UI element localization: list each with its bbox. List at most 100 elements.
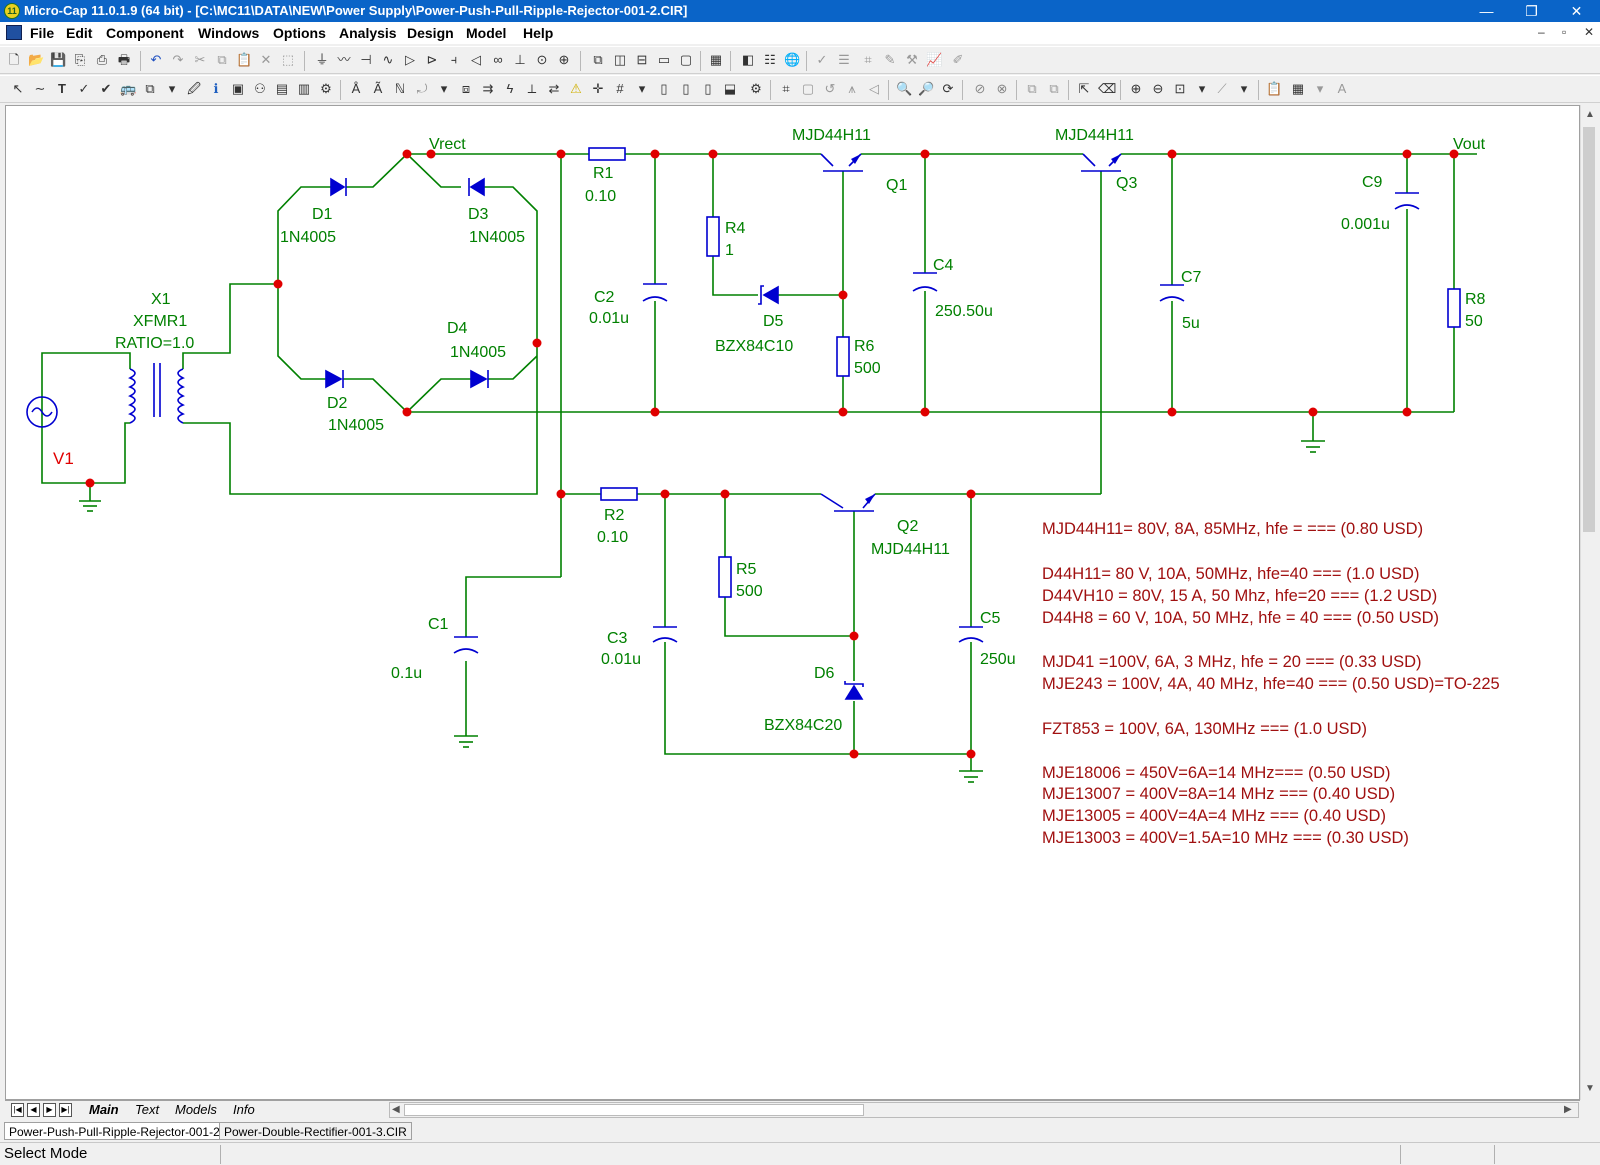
document-icon[interactable] [6,25,22,40]
cancel-icon[interactable]: ⊗ [996,81,1008,96]
display-icon[interactable]: ⚙ [320,81,332,96]
capacitor-icon[interactable]: ⊣ [360,52,372,67]
zoom-out-icon[interactable]: ⊖ [1152,81,1164,96]
menu-analysis[interactable]: Analysis [339,25,397,41]
cascade-icon[interactable]: ⧉ [593,52,603,67]
vrect-label[interactable]: Vrect [429,136,466,153]
delete-icon[interactable]: ✕ [260,52,272,67]
menu-options[interactable]: Options [273,25,326,41]
d4-value[interactable]: 1N4005 [450,344,506,361]
scroll-up-icon[interactable]: ▲ [1585,109,1595,120]
horizontal-scrollbar[interactable]: ◀ ▶ [389,1102,1579,1118]
hscroll-thumb[interactable] [404,1104,864,1116]
diode-icon[interactable]: ▷ [405,52,415,67]
undo-icon[interactable]: ↶ [150,52,162,67]
note-line[interactable]: FZT853 = 100V, 6A, 130MHz === (1.0 USD) [1042,720,1367,738]
help-icon[interactable]: 🖉 [187,81,201,96]
d6-label[interactable]: D6 [814,665,835,682]
rotate-icon[interactable]: ⤾ [416,81,428,96]
d5-value[interactable]: BZX84C10 [715,338,793,355]
globe-icon[interactable]: 🌐 [784,52,801,67]
c2-label[interactable]: C2 [594,289,615,306]
scroll-right-icon[interactable]: ▶ [1564,1104,1572,1115]
grid-text-icon[interactable]: ▥ [297,81,311,96]
current-source-icon[interactable]: ⊕ [558,52,570,67]
save-icon[interactable]: 💾 [50,52,67,67]
zoom-fit-icon[interactable]: ⊡ [1174,81,1186,96]
refresh-icon[interactable]: ⟳ [942,81,954,96]
show-node-icon[interactable]: ℕ [394,81,406,96]
tab-info[interactable]: Info [233,1102,255,1117]
r2-value[interactable]: 0.10 [597,529,628,546]
page-icon[interactable]: ▯ [660,81,668,96]
find-next-icon[interactable]: 🔎 [918,81,935,96]
mdi-minimize-button[interactable]: – [1538,25,1545,39]
layout-icon[interactable]: ▦ [1291,81,1305,96]
new-file-icon[interactable]: 🗋 [8,52,20,67]
close-button[interactable]: ✕ [1570,3,1583,19]
note-line[interactable]: MJD44H11= 80V, 8A, 85MHz, hfe = === (0.8… [1042,520,1423,538]
show-attr-icon[interactable]: Å [351,81,361,96]
npn-icon[interactable]: ⊳ [426,52,438,67]
next-page-icon[interactable]: ▶ [43,1103,56,1117]
analysis-icon[interactable]: ⌗ [864,52,872,67]
rubberband-icon[interactable]: ⧈ [461,81,471,96]
dropdown5-icon[interactable]: ▾ [1240,81,1248,96]
export-icon[interactable]: ⇱ [1078,81,1090,96]
page2-icon[interactable]: ▯ [682,81,690,96]
r5-value[interactable]: 500 [736,583,763,600]
scroll-down-icon[interactable]: ▼ [1585,1083,1595,1094]
dropdown4-icon[interactable]: ▾ [1198,81,1206,96]
menu-help[interactable]: Help [523,25,554,41]
r1-value[interactable]: 0.10 [585,188,616,205]
c1-label[interactable]: C1 [428,616,449,633]
maximize-window-icon[interactable]: ▢ [679,52,693,67]
junction-icon[interactable]: ⟂ [527,81,537,96]
c3-label[interactable]: C3 [607,630,628,647]
mosfet-icon[interactable]: ⫞ [450,52,458,67]
zoom-in-icon[interactable]: ⊕ [1130,81,1142,96]
c4-value[interactable]: 250.50u [935,303,993,320]
c5-value[interactable]: 250u [980,651,1016,668]
vertical-scrollbar[interactable]: ▲ ▼ [1580,105,1596,1100]
q2-value[interactable]: MJD44H11 [871,541,950,558]
r8-value[interactable]: 50 [1465,313,1483,330]
show-value-icon[interactable]: Ã [373,81,383,96]
pin-icon[interactable]: ▤ [275,81,289,96]
note-line[interactable]: MJE13003 = 400V=1.5A=10 MHz === (0.30 US… [1042,829,1409,847]
c9-value[interactable]: 0.001u [1341,216,1390,233]
c7-value[interactable]: 5u [1182,315,1200,332]
file-tab[interactable]: Power-Push-Pull-Ripple-Rejector-001-2.CI… [4,1122,249,1140]
mdi-restore-button[interactable]: ▫ [1562,25,1567,39]
print-preview-icon[interactable]: ⎙ [96,52,108,67]
note-line[interactable]: MJE13005 = 400V=4A=4 MHz === (0.40 USD) [1042,807,1386,825]
dropdown6-icon[interactable]: ▾ [1316,81,1324,96]
clipboard-icon[interactable]: 📋 [1266,81,1283,96]
mirror-icon[interactable]: ⩚ [848,81,856,96]
warning-icon[interactable]: ⚠ [570,81,582,96]
x1-label[interactable]: X1 [151,291,171,308]
file-tab[interactable]: Power-Double-Rectifier-001-3.CIR [219,1122,412,1140]
properties-icon[interactable]: ☷ [764,52,776,67]
q3-label[interactable]: Q3 [1116,175,1137,192]
stop-icon[interactable]: ⊘ [974,81,986,96]
ground-icon[interactable]: ⏚ [315,52,329,67]
d2-value[interactable]: 1N4005 [328,417,384,434]
probe-icon[interactable]: ✐ [952,52,964,67]
d6-value[interactable]: BZX84C20 [764,717,842,734]
c1-value[interactable]: 0.1u [391,665,422,682]
r4-label[interactable]: R4 [725,220,746,237]
opamp-icon[interactable]: ◁ [471,52,481,67]
app-icon[interactable]: 11 [4,3,20,19]
copy-icon[interactable]: ⧉ [217,52,227,67]
node-number-icon[interactable]: ⚇ [254,81,266,96]
box-icon[interactable]: ▢ [801,81,815,96]
open-file-icon[interactable]: 📂 [28,52,45,67]
tile-vertical-icon[interactable]: ◫ [613,52,627,67]
connect-icon[interactable]: ⇉ [482,81,494,96]
voltage-source-icon[interactable]: ⊙ [536,52,548,67]
r6-value[interactable]: 500 [854,360,881,377]
r2-label[interactable]: R2 [604,507,625,524]
battery-icon[interactable]: ⊥ [514,52,526,67]
c2-value[interactable]: 0.01u [589,310,629,327]
